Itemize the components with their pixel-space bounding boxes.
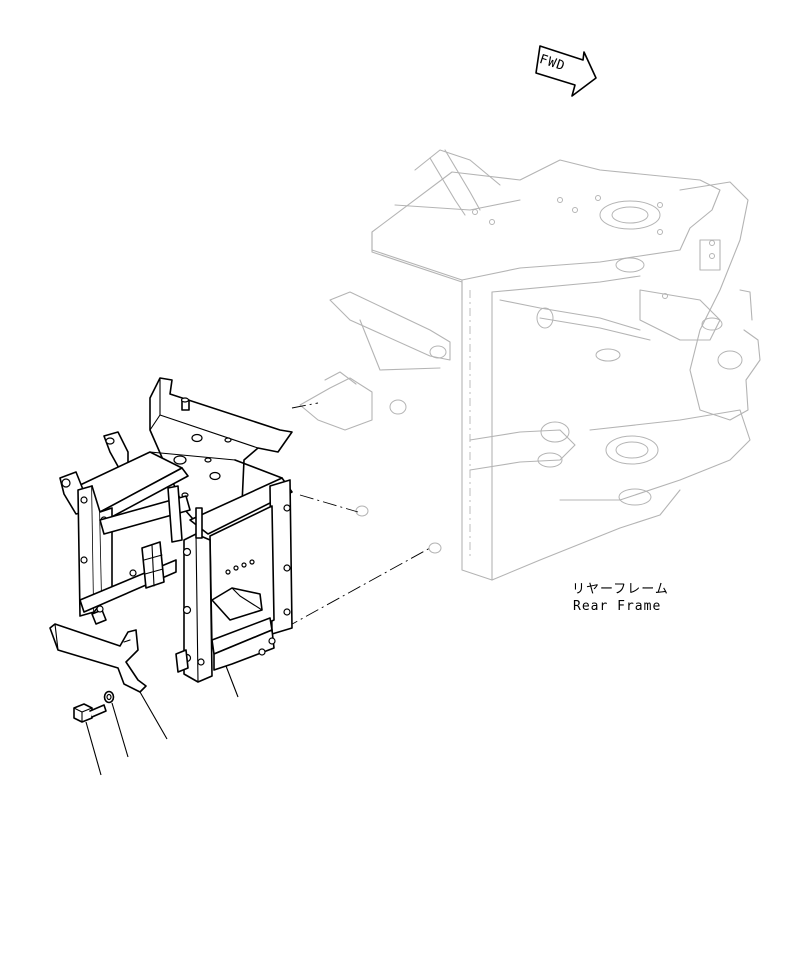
bolt [73, 703, 107, 723]
rear-frame-label-japanese: リヤーフレーム [572, 582, 669, 597]
rear-frame-outline [299, 149, 761, 581]
rear-frame-label-english: Rear Frame [573, 599, 662, 614]
mounting-bracket-frame [59, 377, 293, 683]
mounting-centerlines [284, 402, 431, 629]
washer [103, 690, 115, 704]
forward-arrow-icon [535, 45, 597, 97]
plate [49, 623, 147, 693]
leader-lines [85, 665, 239, 776]
